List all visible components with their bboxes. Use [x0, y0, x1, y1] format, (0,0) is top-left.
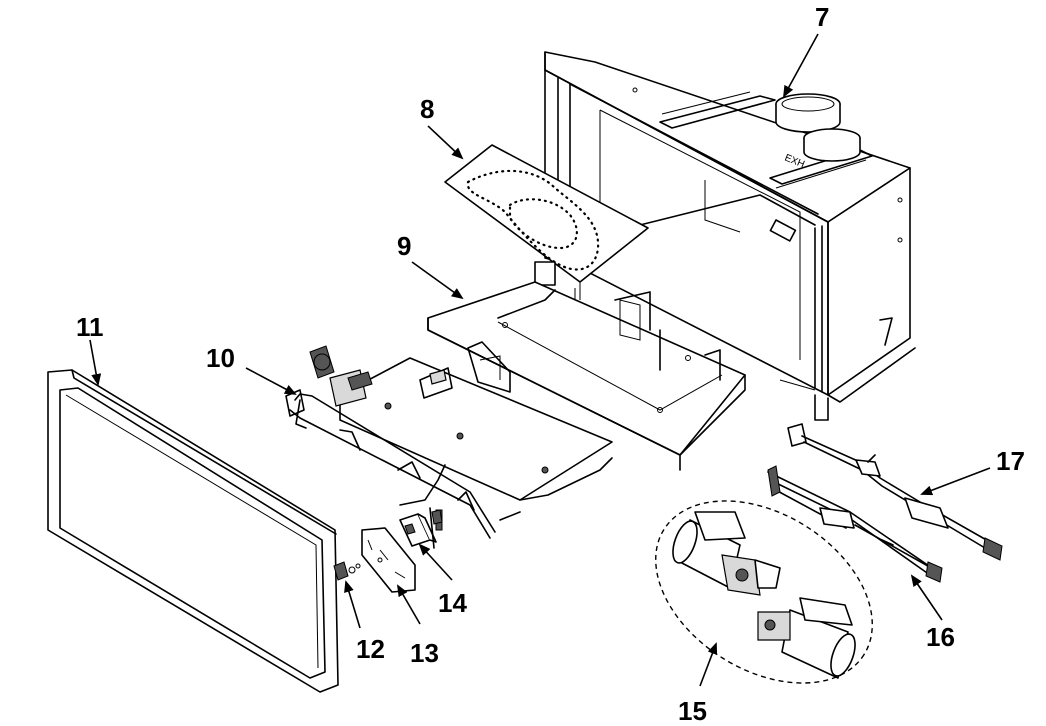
- callout-16: 16: [926, 622, 955, 652]
- valve-burner-assembly: [285, 341, 613, 539]
- leader-17: [920, 467, 991, 496]
- switch-box: [399, 507, 443, 549]
- callout-12: 12: [356, 634, 385, 664]
- leader-11: [89, 339, 102, 386]
- callout-13: 13: [410, 638, 439, 668]
- callout-14: 14: [438, 588, 467, 618]
- callout-11: 11: [76, 312, 104, 342]
- callout-17: 17: [996, 446, 1025, 476]
- leader-10: [245, 367, 297, 395]
- leader-15: [699, 642, 718, 687]
- leader-13: [396, 584, 421, 625]
- leader-lines: [89, 33, 991, 687]
- control-bracket: [361, 527, 416, 593]
- blower-kit: [655, 500, 873, 684]
- callout-labels: 7 8 9 10 11 12 13 14 15 16 17: [76, 2, 1025, 726]
- callout-15: 15: [678, 696, 707, 726]
- power-cord-harness: [767, 465, 943, 583]
- leader-12: [344, 580, 361, 629]
- leader-14: [418, 543, 453, 581]
- burner-plate: [444, 144, 649, 300]
- control-knob: [333, 561, 361, 581]
- leader-8: [427, 125, 464, 160]
- callout-7: 7: [815, 2, 829, 32]
- base-pan: [427, 281, 746, 471]
- leader-9: [411, 261, 464, 300]
- callout-10: 10: [206, 343, 235, 373]
- callout-9: 9: [397, 231, 411, 261]
- firebox-assembly: EXH: [544, 51, 916, 421]
- callout-8: 8: [420, 94, 434, 124]
- leader-7: [783, 33, 819, 98]
- glass-door-frame: [47, 369, 339, 693]
- leader-16: [910, 574, 943, 621]
- wiring-harness: [787, 423, 1003, 561]
